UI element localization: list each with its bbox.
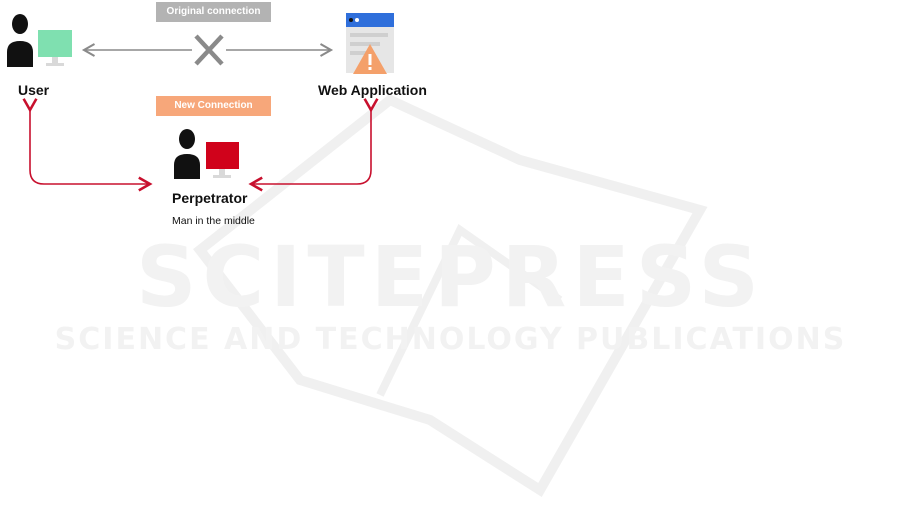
user-person-icon: [7, 14, 33, 67]
original-connection-tag: Original connection: [156, 2, 271, 22]
perpetrator-label: Perpetrator: [172, 190, 247, 206]
webapp-to-perpetrator-arrow: [251, 110, 371, 184]
web-application-label: Web Application: [318, 82, 427, 98]
perpetrator-monitor-icon: [206, 142, 239, 178]
severed-x-icon: [196, 36, 222, 64]
perpetrator-person-icon: [174, 129, 200, 179]
perpetrator-sublabel: Man in the middle: [172, 215, 255, 227]
user-label: User: [18, 82, 49, 98]
user-to-perpetrator-arrow: [30, 110, 150, 184]
user-monitor-icon: [38, 30, 72, 66]
new-connection-tag: New Connection: [156, 96, 271, 116]
